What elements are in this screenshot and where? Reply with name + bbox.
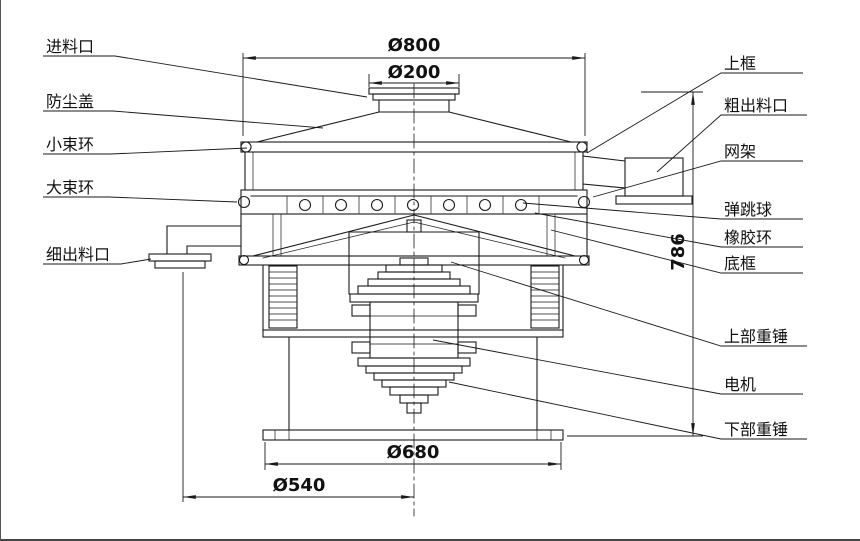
leader-dust-cover [43, 110, 324, 129]
label-upper-weight: 上部重锤 [724, 327, 788, 346]
bouncing-ball-part [514, 198, 528, 212]
motor-assembly-part [348, 219, 480, 414]
leader-large-clamp-ring [43, 196, 238, 203]
body-edge [262, 264, 564, 331]
label-dust-cover: 防尘盖 [46, 92, 94, 111]
leader-lines [43, 55, 807, 440]
dim-outlet-offset: Ø540 [273, 475, 326, 496]
dimension-annotations: Ø800 Ø200 786 Ø680 Ø540 [182, 35, 703, 502]
machine-drawing [148, 83, 693, 517]
leader-small-clamp-ring [43, 147, 248, 155]
label-screen-mesh-frame: 网架 [724, 142, 756, 161]
leader-coarse-outlet [656, 114, 807, 173]
part-labels: 进料口 防尘盖 小束环 大束环 细出料口 上框 粗出料口 网架 弹跳球 橡胶环 … [46, 37, 788, 439]
dim-overall-height: 786 [668, 233, 689, 271]
large-clamp-ring-part [577, 195, 591, 209]
leader-bottom-frame [550, 229, 803, 274]
screen-deck-part [237, 189, 591, 215]
label-motor: 电机 [724, 375, 756, 394]
bottom-frame-part [238, 213, 590, 266]
leader-feed-inlet [43, 55, 368, 98]
dim-base-diameter: Ø680 [387, 442, 440, 463]
label-rubber-ring: 橡胶环 [724, 228, 772, 247]
bouncing-ball-part [442, 198, 456, 212]
dim-inlet-diameter: Ø200 [388, 62, 441, 83]
leader-rubber-ring [534, 212, 803, 248]
label-coarse-outlet: 粗出料口 [724, 96, 788, 115]
label-lower-weight: 下部重锤 [724, 420, 788, 439]
leader-bouncing-ball [522, 202, 803, 220]
leader-motor [432, 339, 803, 395]
label-feed-inlet: 进料口 [46, 37, 94, 56]
dust-cover-part [240, 111, 588, 153]
leader-upper-frame [586, 72, 803, 154]
label-bouncing-ball: 弹跳球 [724, 200, 772, 219]
leader-lower-weight [448, 381, 807, 440]
bouncing-ball-part [478, 198, 492, 212]
bouncing-ball-part [406, 198, 420, 212]
label-upper-frame: 上框 [724, 54, 756, 73]
label-bottom-frame: 底框 [724, 254, 756, 273]
dim-top-diameter: Ø800 [388, 35, 441, 56]
label-small-clamp-ring: 小束环 [46, 135, 94, 154]
coarse-outlet-part [582, 155, 693, 205]
lower-weight-part [357, 357, 471, 414]
label-fine-outlet: 细出料口 [46, 245, 110, 264]
base-stand-part [262, 329, 564, 441]
bouncing-ball-part [334, 198, 348, 212]
dim-ext-800 [242, 53, 586, 136]
spring-right [530, 265, 560, 329]
bouncing-ball-part [298, 198, 312, 212]
small-clamp-ring-part [240, 141, 252, 153]
bouncing-ball-part [370, 198, 384, 212]
large-clamp-ring-part [237, 195, 251, 209]
leader-upper-weight [450, 261, 807, 347]
spring-left [268, 265, 298, 329]
leader-fine-outlet [43, 258, 152, 265]
fine-outlet-part [148, 225, 242, 269]
feed-inlet-part [368, 87, 460, 113]
small-clamp-ring-part [576, 141, 588, 153]
leader-screen-mesh-frame [592, 160, 803, 198]
label-large-clamp-ring: 大束环 [46, 178, 94, 197]
